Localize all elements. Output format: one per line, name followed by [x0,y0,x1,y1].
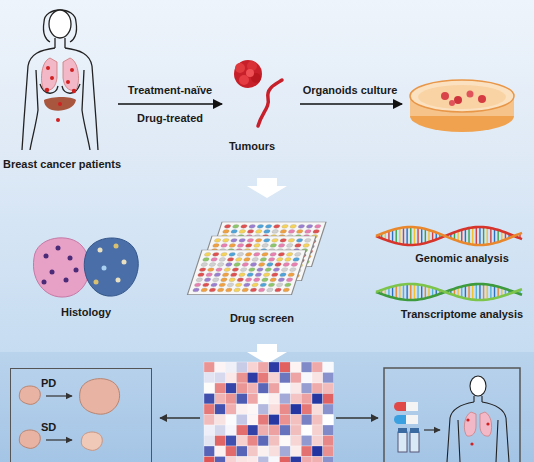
dna-helices [376,227,522,300]
response-label: PD [41,377,56,390]
flow-arrow [118,103,222,105]
flow-arrow [160,417,200,418]
down-arrow [247,344,287,364]
caption-label: Drug screen [230,312,294,325]
middle-band [0,180,534,352]
caption-label: Organoids culture [303,84,398,97]
result-panel: PD SD [10,368,152,462]
caption-label: Breast cancer patients [3,158,121,171]
caption-label: Genomic analysis [415,252,509,265]
flow-arrow [300,103,402,105]
caption-label: Tumours [229,140,275,153]
well-plates [187,222,326,295]
top-band [0,0,534,180]
organoid-growth [19,379,119,451]
tumour-dots [466,418,489,445]
patient-figure [447,376,509,462]
caption-label: Treatment-naïve [128,84,212,97]
heatmap [204,362,334,462]
tumour-icon [234,60,282,126]
caption-label: Histology [61,306,111,319]
patient-figure [22,10,98,150]
organs [42,58,79,122]
histology-blobs [33,238,138,297]
flow-arrow [336,417,378,418]
caption-label: Transcriptome analysis [401,308,523,321]
down-arrow [247,178,287,198]
treatment-panel [384,368,520,462]
response-label: SD [41,421,56,434]
petri-dish [410,80,514,132]
drug-treatment [394,402,440,452]
caption-label: Drug-treated [137,112,203,125]
